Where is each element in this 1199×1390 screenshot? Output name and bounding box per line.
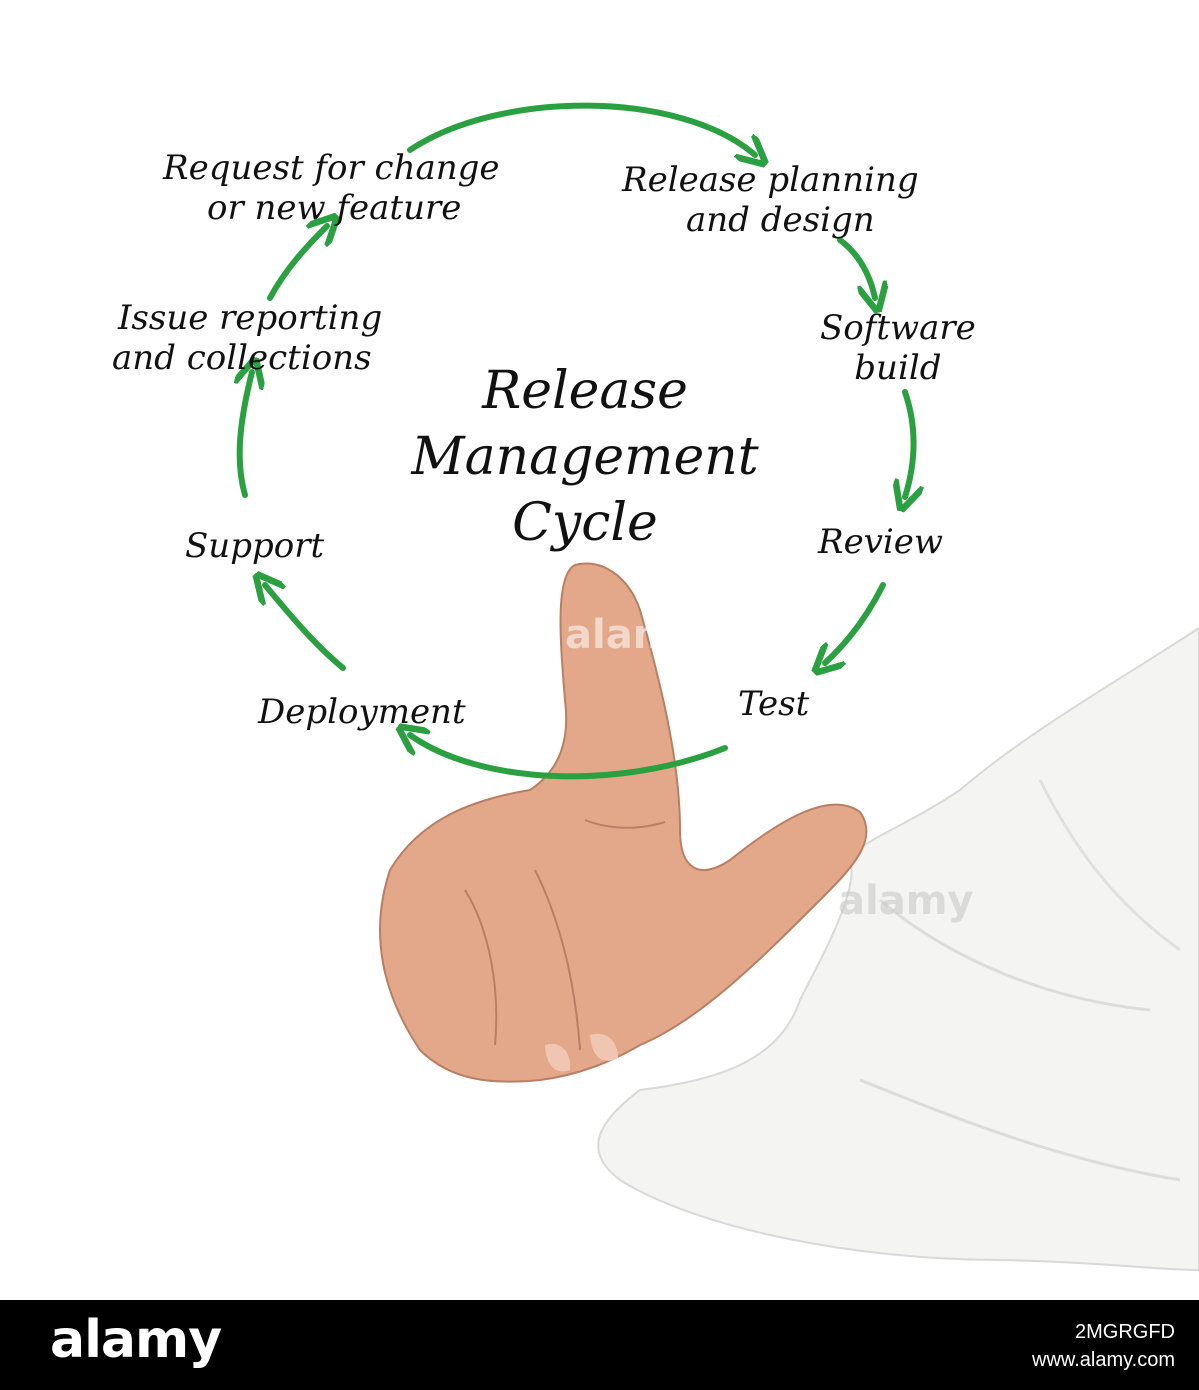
fingernail (545, 1043, 571, 1072)
arrow-review-to-test (825, 582, 886, 663)
title-line: Cycle (512, 493, 658, 553)
stage-label-line: Issue reporting (118, 298, 383, 338)
diagram-graphics (0, 102, 1199, 1272)
shirt-sleeve (597, 626, 1199, 1272)
diagram-title: Release Management Cycle (360, 358, 810, 556)
arrow-deployment-to-support (265, 585, 346, 671)
stage-label-line: or new feature (207, 188, 462, 228)
arrow-issue-to-request (267, 226, 327, 301)
stage-deployment: Deployment (258, 692, 466, 732)
hand-illustration (379, 562, 1199, 1272)
arrow-request-to-planning (407, 102, 755, 155)
image-id: 2MGRGFD www.alamy.com (1032, 1318, 1175, 1374)
stage-label-line: Release planning (622, 160, 919, 200)
watermark: alamy (838, 878, 974, 924)
stage-label-line: and collections (112, 338, 372, 378)
stage-issue-reporting: Issue reporting and collections (112, 298, 382, 378)
stage-support: Support (185, 526, 324, 566)
title-line: Release (482, 361, 688, 421)
stage-review: Review (818, 522, 943, 562)
stage-label-line: Support (185, 526, 325, 566)
finger-crease (584, 819, 666, 829)
shirt-fold (859, 1078, 1181, 1182)
pointing-hand (379, 562, 868, 1083)
watermark: alamy (565, 612, 701, 658)
stage-test: Test (738, 684, 809, 724)
shirt-fold (1038, 779, 1181, 952)
footer-bar: alamy 2MGRGFD www.alamy.com (0, 1300, 1199, 1390)
arrow-support-to-issue (240, 372, 252, 498)
stage-release-planning: Release planning and design (622, 160, 919, 240)
image-id-url: www.alamy.com (1032, 1349, 1175, 1371)
title-line: Management (411, 427, 759, 487)
stage-label-line: Test (738, 684, 810, 724)
stage-label-line: Review (818, 522, 944, 562)
stage-label-line: and design (686, 200, 875, 240)
stage-software-build: Software build (820, 308, 976, 388)
arrow-build-to-review (905, 389, 914, 497)
fingernail (590, 1033, 618, 1061)
arrow-test-to-deployment (410, 735, 728, 780)
shirt-fold (879, 898, 1151, 1012)
stage-request-for-change: Request for change or new feature (163, 148, 500, 228)
image-id-code: 2MGRGFD (1075, 1321, 1175, 1343)
stage-label-line: build (854, 348, 942, 388)
finger-crease (534, 869, 581, 1051)
brand-logo: alamy (50, 1310, 222, 1370)
finger-crease (464, 889, 498, 1046)
release-cycle-diagram: Release Management Cycle Request for cha… (0, 102, 1199, 1272)
arrow-planning-to-build (837, 237, 875, 298)
stage-label-line: Software (820, 308, 976, 348)
stage-label-line: Deployment (258, 692, 466, 732)
stage-label-line: Request for change (163, 148, 500, 188)
